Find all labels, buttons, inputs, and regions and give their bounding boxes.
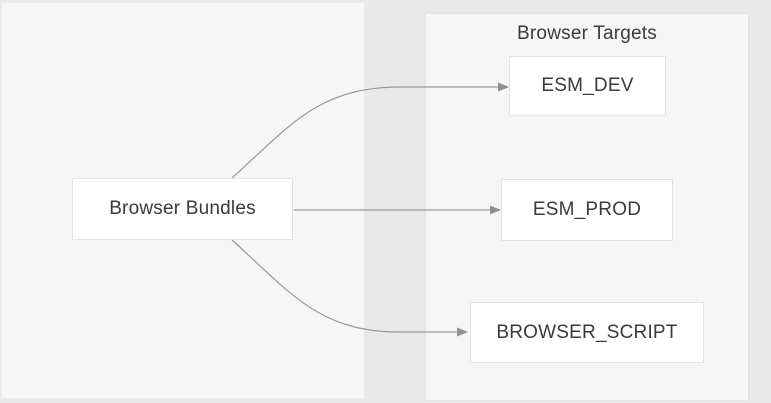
node-browser-bundles[interactable]: Browser Bundles [72,178,293,240]
node-browser-script-label: BROWSER_SCRIPT [496,321,678,343]
node-esm-dev-label: ESM_DEV [541,75,634,96]
node-browser-script[interactable]: BROWSER_SCRIPT [470,302,704,363]
browser-targets-group-title: Browser Targets [517,23,657,44]
node-esm-prod-label: ESM_PROD [532,199,642,220]
node-browser-bundles-label: Browser Bundles [109,198,256,219]
node-esm-dev[interactable]: ESM_DEV [509,56,666,116]
node-esm-prod[interactable]: ESM_PROD [501,179,673,241]
